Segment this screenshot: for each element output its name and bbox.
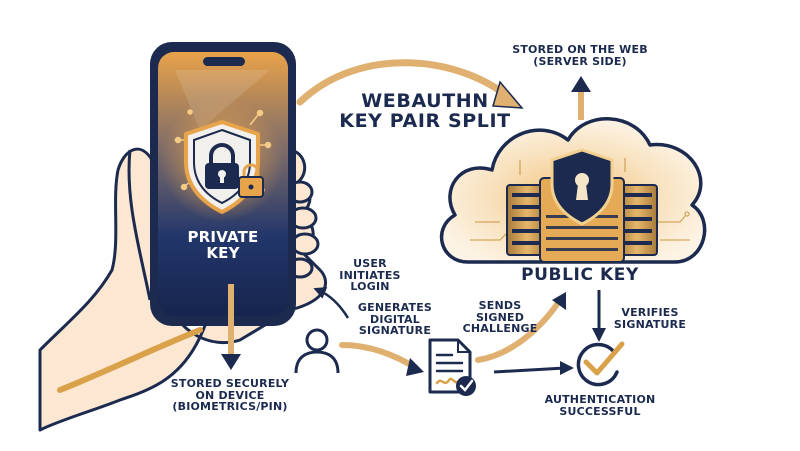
arrow-phone-to-cloud (296, 59, 524, 109)
arrow-cloud-to-check (592, 290, 606, 342)
arrow-user-to-phone (313, 287, 350, 319)
arrow-document-to-check (493, 361, 574, 375)
arrow-user-to-document (339, 342, 424, 376)
signed-document-icon (428, 338, 476, 396)
stored-web-label: STORED ON THE WEB(SERVER SIDE) (512, 43, 648, 68)
public-key-label: PUBLIC KEY (521, 265, 639, 285)
user-icon (294, 328, 340, 374)
keyhole-shield-icon (550, 148, 614, 226)
arrow-document-to-cloud (475, 292, 566, 363)
arrow-down-to-device (221, 284, 241, 370)
checkmark-icon (576, 341, 625, 387)
padlock-icon (238, 163, 264, 198)
arrow-up-to-web (571, 76, 591, 120)
